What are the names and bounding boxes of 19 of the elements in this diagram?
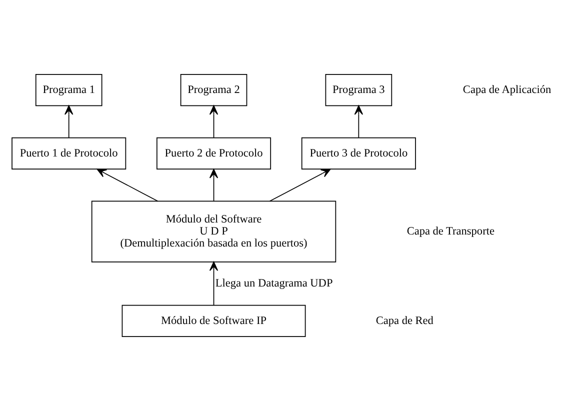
arrow xyxy=(354,104,364,138)
label: Capa de Aplicación xyxy=(462,84,552,96)
arrow xyxy=(269,168,331,202)
node-box: Programa 2 xyxy=(180,74,248,106)
node-box: Puerto 3 de Protocolo xyxy=(301,136,416,169)
node-box: Puerto 1 de Protocolo xyxy=(12,136,126,169)
arrow xyxy=(64,104,74,138)
arrow xyxy=(209,168,218,202)
node-box: Módulo del Software U D P (Demultiplexación basada en los puertos) xyxy=(91,200,336,262)
arrow xyxy=(209,260,218,306)
node-box: Programa 3 xyxy=(325,74,392,106)
edge-label: Llega un Datagrama UDP xyxy=(215,277,333,290)
node-box: Módulo de Software IP xyxy=(122,304,306,336)
arrow xyxy=(209,104,218,138)
node-box: Programa 1 xyxy=(35,74,102,106)
arrow xyxy=(96,168,158,202)
label: Capa de Red xyxy=(376,314,434,326)
node-box: Puerto 2 de Protocolo xyxy=(156,136,272,169)
label: Capa de Transporte xyxy=(406,224,494,237)
